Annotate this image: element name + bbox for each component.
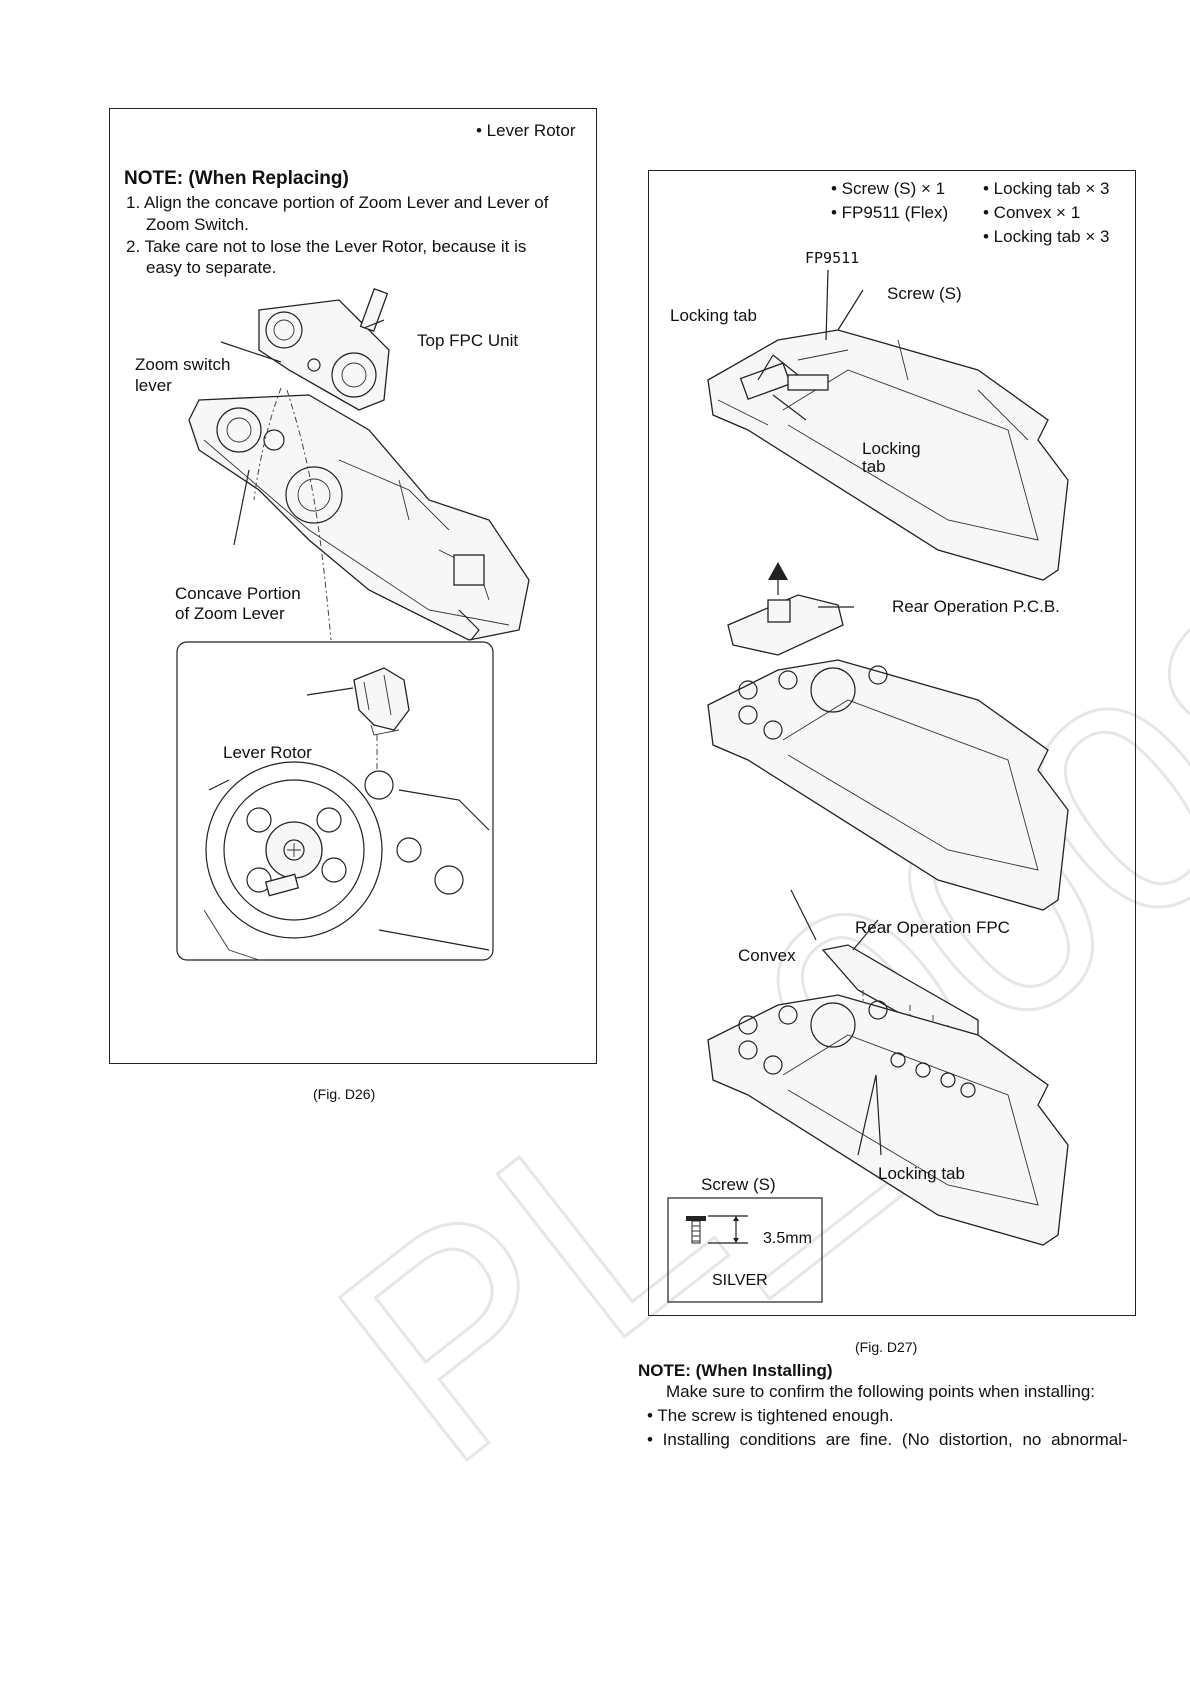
label-concave-portion-line1: Concave Portion bbox=[175, 584, 301, 603]
caption-fig-d26: (Fig. D26) bbox=[313, 1086, 376, 1102]
note-item-1-cont: Zoom Switch. bbox=[146, 215, 249, 234]
lever-rotor-detail-inset bbox=[176, 641, 494, 961]
screw-icon bbox=[686, 1216, 706, 1244]
label-screw-s: Screw (S) bbox=[887, 284, 962, 303]
lens-barrel-detail-drawing bbox=[203, 761, 490, 961]
zoom-body-drawing bbox=[188, 394, 530, 641]
note-item-1: 1. Align the concave portion of Zoom Lev… bbox=[126, 193, 549, 212]
rear-operation-pcb-drawing bbox=[727, 562, 844, 656]
figure-d27-frame bbox=[648, 170, 1136, 1316]
rear-case-step3-drawing bbox=[707, 994, 1069, 1246]
label-rear-operation-pcb: Rear Operation P.C.B. bbox=[892, 597, 1060, 616]
header-fp9511: • FP9511 (Flex) bbox=[831, 203, 949, 222]
note-item-2: 2. Take care not to lose the Lever Rotor… bbox=[126, 237, 527, 256]
label-convex: Convex bbox=[738, 946, 796, 965]
header-locking-tab-a: • Locking tab × 3 bbox=[983, 179, 1110, 198]
rear-case-drawing bbox=[667, 269, 1069, 1303]
note-item-2-cont: easy to separate. bbox=[146, 258, 277, 277]
note-installing-title: NOTE: (When Installing) bbox=[638, 1361, 833, 1380]
label-locking-tab-2-line2: tab bbox=[862, 457, 886, 476]
label-fp9511: FP9511 bbox=[805, 249, 860, 267]
header-locking-tab-b: • Locking tab × 3 bbox=[983, 227, 1110, 246]
figure-d26-frame bbox=[109, 108, 597, 1064]
header-bullet-lever-rotor: • Lever Rotor bbox=[476, 121, 576, 140]
label-top-fpc-unit: Top FPC Unit bbox=[417, 331, 519, 350]
rear-case-step1-drawing bbox=[707, 329, 1069, 581]
label-screw-length: 3.5mm bbox=[763, 1230, 812, 1247]
header-convex: • Convex × 1 bbox=[983, 203, 1081, 222]
rear-case-step2-drawing bbox=[707, 659, 1069, 911]
lever-rotor-drawing bbox=[353, 667, 410, 736]
label-locking-tab-3: Locking tab bbox=[878, 1164, 965, 1183]
label-zoom-switch-lever-line2: lever bbox=[135, 376, 172, 395]
label-locking-tab-1: Locking tab bbox=[670, 306, 757, 325]
note-replacing-title: NOTE: (When Replacing) bbox=[124, 168, 349, 189]
label-concave-portion-line2: of Zoom Lever bbox=[175, 604, 285, 623]
label-screw-color: SILVER bbox=[712, 1272, 768, 1289]
header-screw-s: • Screw (S) × 1 bbox=[831, 179, 946, 198]
label-lever-rotor: Lever Rotor bbox=[223, 743, 312, 762]
rear-operation-fpc-drawing bbox=[821, 944, 979, 1041]
zoom-assembly-drawing bbox=[176, 287, 530, 961]
top-fpc-unit-drawing bbox=[258, 287, 390, 411]
screw-legend-box bbox=[667, 1197, 823, 1303]
label-zoom-switch-lever-line1: Zoom switch bbox=[135, 355, 231, 374]
note-installing-intro: Make sure to confirm the following point… bbox=[666, 1382, 1095, 1401]
label-rear-operation-fpc: Rear Operation FPC bbox=[855, 918, 1010, 937]
note-installing-bullet-2: • Installing conditions are fine. (No di… bbox=[647, 1430, 1128, 1449]
note-installing-bullet-1: • The screw is tightened enough. bbox=[647, 1406, 894, 1425]
label-screw-s-legend: Screw (S) bbox=[701, 1175, 776, 1194]
label-locking-tab-2-line1: Locking bbox=[862, 439, 921, 458]
caption-fig-d27: (Fig. D27) bbox=[855, 1339, 918, 1355]
